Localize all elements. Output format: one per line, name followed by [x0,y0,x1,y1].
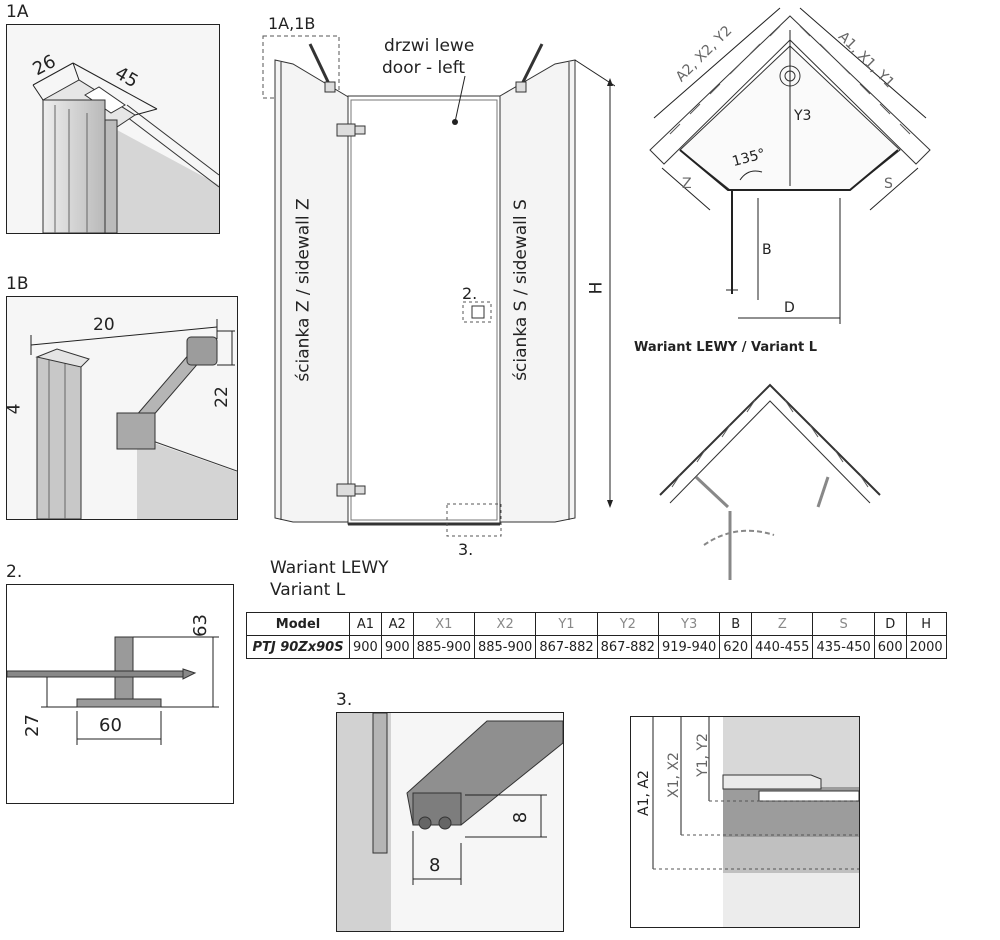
dim-20: 20 [93,315,115,335]
top-dim-y3: Y3 [794,108,812,124]
col-b: B [719,612,753,636]
cell-h: 2000 [905,635,947,659]
section-dim-a1-a2: A1, A2 [635,770,652,816]
panel-1b-drawing [7,297,237,519]
variant-label-pl: Wariant LEWY [270,558,389,578]
panel-4-section: A1, A2 X1, X2 Y1, Y2 [630,716,860,928]
height-label: H [586,281,607,295]
variant-label-en: Variant L [270,580,346,600]
panel-1a-label: 1A [6,2,29,22]
door-swing-diagram [659,383,881,580]
cell-y1: 867-882 [535,635,598,659]
callout-1a-1b: 1A,1B [268,14,316,33]
panel-3-drawing [337,713,563,931]
callout-2: 2. [462,284,478,303]
panel-2-label: 2. [6,562,23,582]
dim-8-height: 8 [510,811,532,824]
col-model: Model [246,612,350,636]
col-h: H [905,612,947,636]
dim-4: 4 [6,403,25,415]
panel-1a-detail: 26 45 [6,24,220,234]
cell-x2: 885-900 [473,635,537,659]
top-view-plan [649,7,931,324]
col-y2: Y2 [596,612,659,636]
section-dim-x1-x2: X1, X2 [665,752,682,798]
cell-z: 440-455 [751,635,814,659]
panel-1a-drawing [7,25,219,233]
spec-data-row: PTJ 90Zx90S 900 900 885-900 885-900 867-… [246,635,947,659]
col-x1: X1 [412,612,475,636]
panel-3-label: 3. [336,690,353,710]
cell-b: 620 [719,635,753,659]
section-dim-y1-y2: Y1, Y2 [694,733,711,777]
spec-table: Model A1 A2 X1 X2 Y1 Y2 Y3 B Z S D H PTJ… [246,612,947,659]
cell-y3: 919-940 [657,635,721,659]
col-y1: Y1 [535,612,598,636]
dim-63: 63 [189,614,211,637]
panel-3-detail: 8 8 [336,712,564,932]
col-s: S [812,612,875,636]
panel-4-drawing [652,717,859,927]
top-dim-b: B [762,242,772,258]
col-a2: A2 [380,612,414,636]
panel-1b-label: 1B [6,274,29,294]
callout-3: 3. [458,540,474,559]
cell-s: 435-450 [812,635,875,659]
panel-1b-detail: 20 4 22 [6,296,238,520]
panel-2-drawing [7,636,219,745]
dim-27: 27 [21,714,43,737]
top-dim-d: D [784,300,795,316]
sidewall-z-label: ścianka Z / sidewall Z [293,198,314,382]
col-d: D [873,612,907,636]
col-a1: A1 [349,612,382,636]
panel-2-detail: 63 27 60 [6,584,234,804]
dim-8-width: 8 [429,855,441,876]
sidewall-s-label: ścianka S / sidewall S [510,199,531,381]
col-x2: X2 [473,612,537,636]
cell-model: PTJ 90Zx90S [246,635,350,659]
cell-x1: 885-900 [412,635,475,659]
door-label-pl: drzwi lewe [384,36,475,56]
col-z: Z [751,612,814,636]
spec-header-row: Model A1 A2 X1 X2 Y1 Y2 Y3 B Z S D H [246,612,947,636]
cell-d: 600 [873,635,907,659]
cell-a2: 900 [380,635,414,659]
dim-60: 60 [99,715,122,736]
dim-22: 22 [211,386,232,408]
col-y3: Y3 [657,612,721,636]
top-dim-s: S [884,176,893,192]
front-elevation [262,35,615,537]
top-view-caption: Wariant LEWY / Variant L [634,340,818,355]
door-label-en: door - left [382,58,466,78]
cell-y2: 867-882 [596,635,659,659]
top-dim-z: Z [682,176,692,192]
cell-a1: 900 [349,635,382,659]
